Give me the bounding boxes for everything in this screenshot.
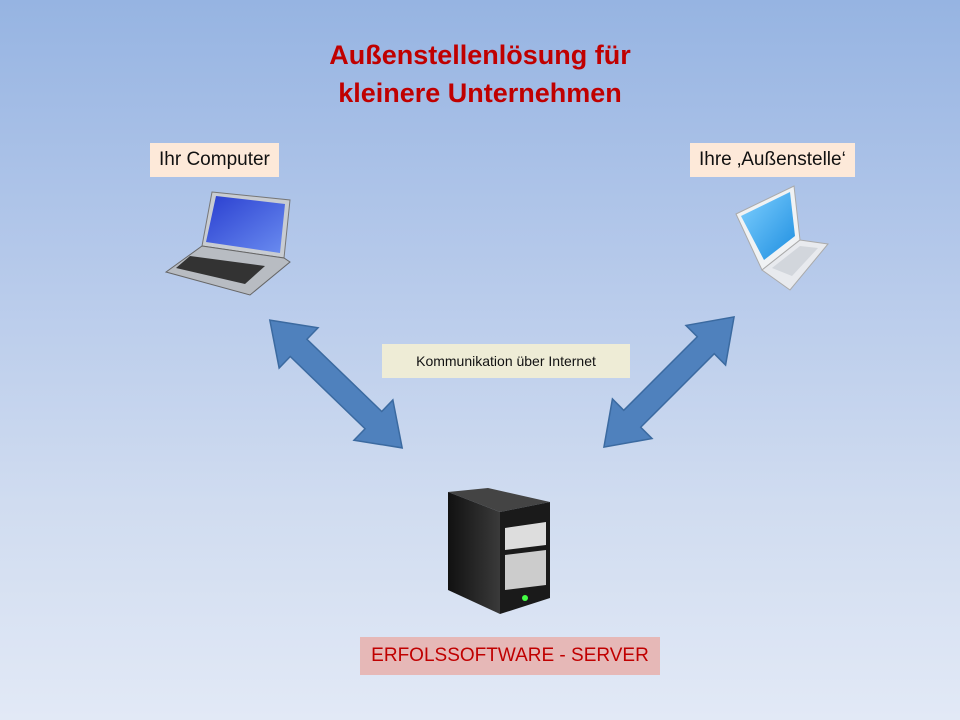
server-label: ERFOLSSOFTWARE - SERVER <box>360 637 660 675</box>
server-icon <box>448 488 550 614</box>
double-arrow-right <box>603 316 735 448</box>
title-line-1: Außenstellenlösung für <box>329 40 631 70</box>
laptop-icon <box>164 191 291 296</box>
branch-label: Ihre ‚Außenstelle‘ <box>690 143 855 177</box>
computer-label: Ihr Computer <box>150 143 279 177</box>
double-arrow-left <box>268 319 404 449</box>
title-line-2: kleinere Unternehmen <box>338 78 622 108</box>
laptop-icon <box>735 185 829 291</box>
connection-label: Kommunikation über Internet <box>382 344 630 378</box>
slide-title: Außenstellenlösung für kleinere Unterneh… <box>0 36 960 112</box>
